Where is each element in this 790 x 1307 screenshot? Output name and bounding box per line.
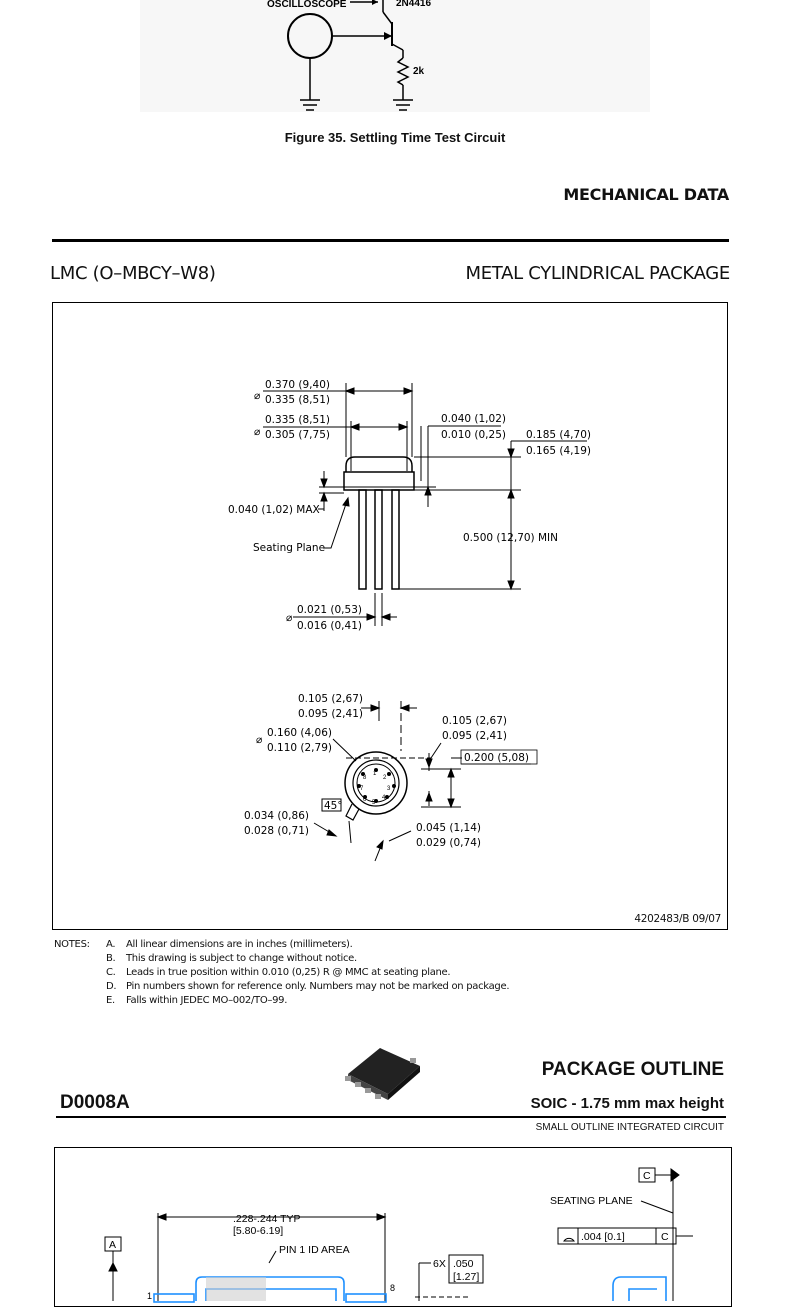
soic-part-number: D0008A bbox=[60, 1092, 130, 1113]
pin-number-7: 7 bbox=[360, 786, 364, 792]
pin-number-3: 3 bbox=[387, 786, 391, 792]
dim-b5-bottom: 0.028 (0,71) bbox=[244, 825, 309, 837]
pin1-id-area: PIN 1 ID AREA bbox=[279, 1244, 350, 1256]
svg-text:⌀: ⌀ bbox=[254, 390, 260, 402]
dim-typ: .228-.244 TYP bbox=[233, 1213, 301, 1225]
seating-plane-soic: SEATING PLANE bbox=[550, 1195, 633, 1207]
doc-id: 4202483/B 09/07 bbox=[634, 913, 721, 925]
flatness-ref: C bbox=[661, 1231, 669, 1243]
dim-b2-bottom: 0.110 (2,79) bbox=[267, 742, 332, 754]
dim-d2-bottom: 0.305 (7,75) bbox=[265, 429, 330, 441]
pin-number-1: 1 bbox=[373, 771, 377, 777]
package-outline-title: PACKAGE OUTLINE bbox=[541, 1059, 724, 1080]
dim-d1-top: 0.370 (9,40) bbox=[265, 379, 330, 391]
pin-number-8: 8 bbox=[363, 775, 367, 781]
dim-lead-bottom: 0.016 (0,41) bbox=[297, 620, 362, 632]
pin-number-5: 5 bbox=[372, 800, 376, 806]
dim-d2-top: 0.335 (8,51) bbox=[265, 414, 330, 426]
pin-number-4: 4 bbox=[382, 795, 386, 801]
resistor-symbol bbox=[396, 57, 410, 86]
notes-block: NOTES: A.All linear dimensions are in in… bbox=[54, 938, 510, 1008]
soic-drawing-frame: C SEATING PLANE .004 [0.1] C .228-.244 T… bbox=[54, 1147, 732, 1307]
dim-b3-bottom: 0.095 (2,41) bbox=[442, 730, 507, 742]
datum-c: C bbox=[643, 1170, 651, 1182]
dim-b5-top: 0.034 (0,86) bbox=[244, 810, 309, 822]
note-item: D.Pin numbers shown for reference only. … bbox=[106, 981, 510, 992]
notes-label: NOTES: bbox=[54, 939, 90, 950]
circuit-section: OSCILLOSCOPE 2N4416 2k Figure 35. Settli… bbox=[0, 0, 790, 160]
mechanical-data-heading: MECHANICAL DATA bbox=[563, 185, 729, 204]
dim-b1-top: 0.105 (2,67) bbox=[298, 693, 363, 705]
ground-symbol-left bbox=[300, 99, 320, 111]
dim-lead-top: 0.021 (0,53) bbox=[297, 604, 362, 616]
seating-plane-label: Seating Plane bbox=[253, 542, 325, 554]
dim-typ-mm: [5.80-6.19] bbox=[233, 1225, 283, 1237]
soic-drawing: C SEATING PLANE .004 [0.1] C .228-.244 T… bbox=[104, 1167, 693, 1303]
svg-text:⌀: ⌀ bbox=[254, 426, 260, 438]
note-item: B.This drawing is subject to change with… bbox=[106, 953, 357, 964]
dim-b2-top: 0.160 (4,06) bbox=[267, 727, 332, 739]
dim-b4: 0.200 (5,08) bbox=[464, 752, 529, 764]
figure-caption: Figure 35. Settling Time Test Circuit bbox=[284, 130, 506, 145]
pitch-inch: .050 bbox=[453, 1258, 474, 1270]
pin-number-6: 6 bbox=[363, 797, 367, 803]
pitch-count: 6X bbox=[433, 1258, 446, 1270]
svg-text:⌀: ⌀ bbox=[256, 734, 262, 746]
dim-b3-top: 0.105 (2,67) bbox=[442, 715, 507, 727]
transistor-label: 2N4416 bbox=[396, 0, 431, 9]
pitch-mm: [1.27] bbox=[453, 1271, 479, 1283]
pin-number-2: 2 bbox=[383, 775, 387, 781]
section-rule bbox=[52, 239, 729, 242]
note-item: E.Falls within JEDEC MO–002/TO–99. bbox=[106, 995, 288, 1006]
pin-circle bbox=[357, 768, 396, 803]
soic-pin-1: 1 bbox=[147, 1291, 152, 1301]
dim-d1-bottom: 0.335 (8,51) bbox=[265, 394, 330, 406]
note-item: C.Leads in true position within 0.010 (0… bbox=[106, 967, 451, 978]
soic-chip-illustration bbox=[345, 1048, 420, 1100]
dim-b1-bottom: 0.095 (2,41) bbox=[298, 708, 363, 720]
package-outline-subtitle: SOIC - 1.75 mm max height bbox=[530, 1095, 724, 1112]
dim-d4-bottom: 0.165 (4,19) bbox=[526, 445, 591, 457]
dim-d3-bottom: 0.010 (0,25) bbox=[441, 429, 506, 441]
dim-d3-top: 0.040 (1,02) bbox=[441, 413, 506, 425]
dim-b6-bottom: 0.029 (0,74) bbox=[416, 837, 481, 849]
resistor-label: 2k bbox=[413, 66, 425, 77]
package-outline-sub2: SMALL OUTLINE INTEGRATED CIRCUIT bbox=[535, 1122, 724, 1133]
package-name: METAL CYLINDRICAL PACKAGE bbox=[465, 263, 731, 284]
dim-d4-top: 0.185 (4,70) bbox=[526, 429, 591, 441]
metal-can-drawing: ⌀ 0.370 (9,40) 0.335 (8,51) ⌀ 0.335 (8,5… bbox=[228, 379, 591, 862]
settling-time-circuit: OSCILLOSCOPE 2N4416 2k bbox=[140, 0, 650, 112]
circuit-background bbox=[140, 0, 650, 112]
dim-max: 0.040 (1,02) MAX bbox=[228, 504, 320, 516]
mechanical-drawing-frame: ⌀ 0.370 (9,40) 0.335 (8,51) ⌀ 0.335 (8,5… bbox=[52, 302, 728, 930]
datum-a: A bbox=[109, 1239, 116, 1251]
note-item: A.All linear dimensions are in inches (m… bbox=[106, 939, 353, 950]
package-code: LMC (O–MBCY–W8) bbox=[50, 263, 216, 284]
ground-symbol-right bbox=[393, 99, 413, 111]
flatness-value: .004 [0.1] bbox=[581, 1231, 625, 1243]
dim-lead-length: 0.500 (12,70) MIN bbox=[463, 532, 558, 544]
svg-text:⌀: ⌀ bbox=[286, 612, 292, 624]
angle-label: 45° bbox=[324, 800, 343, 812]
oscilloscope-label: OSCILLOSCOPE bbox=[267, 0, 347, 10]
dim-b6-top: 0.045 (1,14) bbox=[416, 822, 481, 834]
soic-rule bbox=[56, 1116, 726, 1118]
soic-pin-8: 8 bbox=[390, 1283, 395, 1293]
